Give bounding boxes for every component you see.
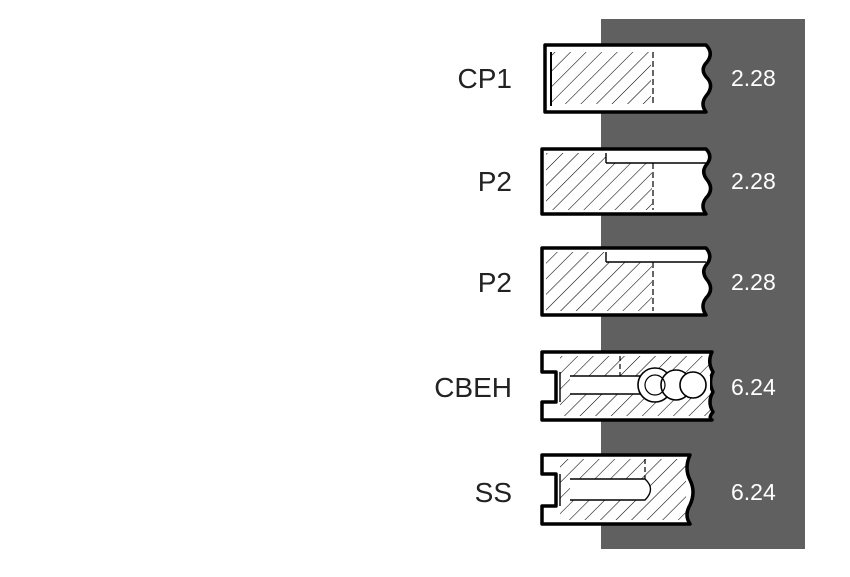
ring-value-p2-1: 2.28	[731, 168, 776, 194]
ring-profile-ss	[540, 453, 695, 526]
ring-label-cbeh: CBEH	[434, 372, 512, 403]
ring-label-p2-1: P2	[477, 166, 512, 197]
ring-profile-cbeh	[540, 350, 715, 422]
ring-profile-cp1	[543, 43, 713, 114]
ring-value-p2-2: 2.28	[731, 269, 776, 295]
ring-label-cp1: CP1	[457, 63, 512, 94]
ring-profile-p2-1	[540, 147, 713, 216]
ring-value-ss: 6.24	[731, 479, 776, 505]
ring-label-p2-2: P2	[477, 267, 512, 298]
ring-value-cp1: 2.28	[731, 65, 776, 91]
ring-label-ss: SS	[474, 477, 512, 508]
ring-profile-p2-2	[540, 246, 713, 317]
ring-value-cbeh: 6.24	[731, 374, 776, 400]
